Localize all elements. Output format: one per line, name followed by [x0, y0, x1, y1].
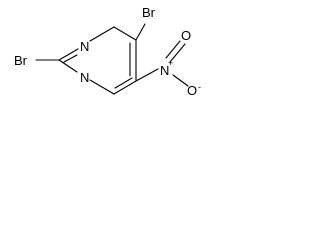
- charge-minus: -: [198, 82, 201, 92]
- bond-c4-ring: [113, 26, 137, 41]
- atom-br-top: Br: [142, 5, 156, 20]
- bond-c5-n-nitro: [135, 68, 159, 82]
- bond-n-o-upper-double: [165, 40, 181, 59]
- bond-c4-br: [135, 23, 146, 41]
- bond-n-o-right: [172, 74, 189, 87]
- bond-c6-c5-inner: [114, 77, 133, 89]
- atom-br-left: Br: [14, 53, 28, 68]
- atom-n-nitro: N: [160, 63, 169, 78]
- structure-canvas: Br Br N N N + O O -: [0, 0, 206, 121]
- bond-n3-c2: [58, 48, 79, 61]
- bond-n3-c2-inner: [63, 54, 78, 63]
- atom-o-right: O: [187, 83, 197, 98]
- charge-plus: +: [168, 58, 173, 68]
- atom-n-lower: N: [80, 70, 89, 85]
- bond-c6-c5: [113, 80, 137, 95]
- bond-c2-n1: [58, 59, 78, 73]
- atom-o-upper: O: [181, 28, 191, 43]
- bond-n1-c6: [89, 79, 115, 95]
- bond-n-o-upper: [169, 43, 186, 63]
- bond-c4-n3: [89, 26, 115, 42]
- molecule-drawing: Br Br N N N + O O -: [14, 5, 201, 98]
- atom-n-upper: N: [80, 39, 89, 54]
